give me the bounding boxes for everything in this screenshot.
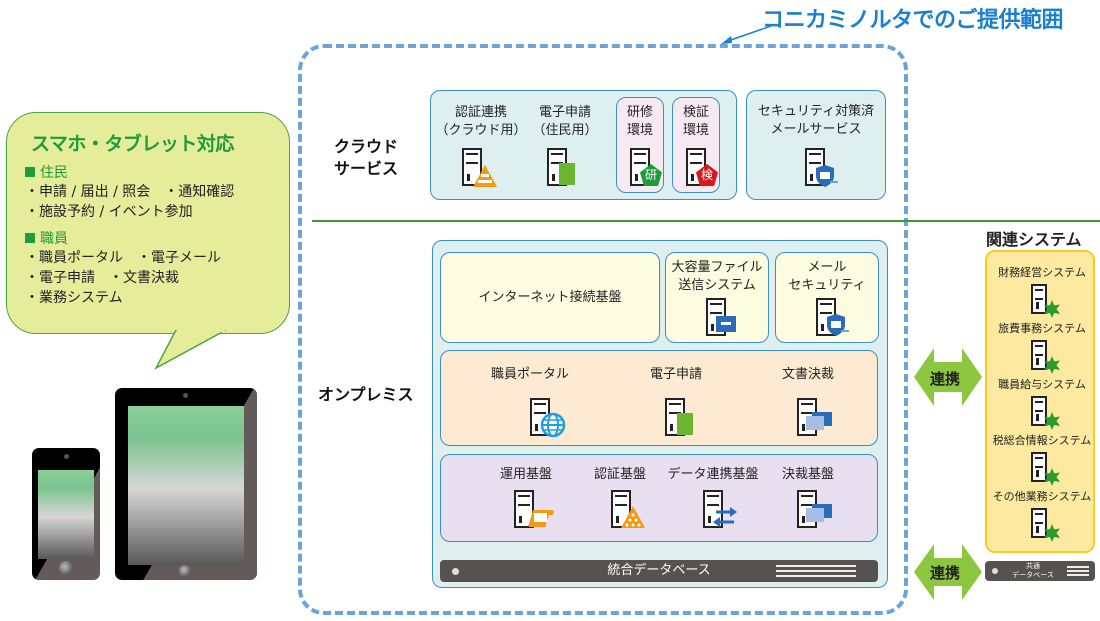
status-dot-icon <box>992 568 998 574</box>
auth-triangle-icon <box>621 506 645 528</box>
scroll-icon <box>528 510 554 527</box>
cloud-auth-link: 認証連携 （クラウド用） <box>435 105 527 138</box>
secure-mail-service: セキュリティ対策済 メールサービス <box>746 90 886 200</box>
operations-platform-label: 運用基盤 <box>499 467 552 482</box>
related-system-item: 職員給与システム <box>987 378 1097 434</box>
shared-database: 共通 データベース <box>985 561 1095 581</box>
mobile-support-title: スマホ・タブレット対応 <box>31 133 234 155</box>
bullet-square-icon <box>25 233 35 243</box>
server-icon <box>611 490 631 528</box>
auth-platform-label: 認証基盤 <box>593 467 646 482</box>
server-icon <box>1031 284 1047 314</box>
verification-badge-icon: 検 <box>696 164 718 186</box>
staff-portal-label: 職員ポータル <box>490 367 569 382</box>
provider-scope-boundary <box>298 44 908 615</box>
related-system-item: 旅費事務システム <box>987 322 1097 378</box>
link-arrow-lower-icon <box>914 544 982 600</box>
server-icon <box>1031 508 1047 538</box>
tablet-illustration <box>115 388 257 580</box>
resident-feature-line: ・施設予約 / イベント参加 <box>25 204 193 220</box>
approval-platform-label: 決裁基盤 <box>781 467 834 482</box>
related-system-item: 税総合情報システム <box>987 434 1097 490</box>
mobile-support-bubble: スマホ・タブレット対応 住民 ・申請 / 届出 / 照会 ・通知確認 ・施設予約… <box>6 112 290 334</box>
staff-feature-line: ・業務システム <box>25 290 123 306</box>
cloud-e-application: 電子申請 （住民用） <box>532 105 598 138</box>
resident-feature-line: ・申請 / 届出 / 照会 ・通知確認 <box>25 184 235 200</box>
pointer-arrow-icon <box>721 25 772 44</box>
staff-feature-line: ・職員ポータル ・電子メール <box>25 250 221 266</box>
secure-mail-icon <box>827 314 849 336</box>
mail-icon <box>716 316 736 332</box>
e-application-label: 電子申請 <box>649 367 702 382</box>
training-badge-icon: 研 <box>640 164 662 186</box>
windows-icon <box>806 412 832 430</box>
globe-icon <box>540 412 566 438</box>
data-integration-platform-label: データ連携基盤 <box>667 467 759 482</box>
staff-heading: 職員 <box>25 228 289 248</box>
auth-link-icon <box>473 165 497 187</box>
link-arrow-upper-icon <box>914 348 982 406</box>
server-icon <box>514 490 534 528</box>
related-system-item: その他業務システム <box>987 490 1097 546</box>
link-label-upper: 連携 <box>930 370 961 388</box>
link-label-lower: 連携 <box>930 564 961 582</box>
bullet-square-icon <box>25 167 35 177</box>
training-environment: 研修 環境 <box>616 97 664 193</box>
document-approval-label: 文書決裁 <box>781 367 834 382</box>
related-system-item: 財務経営システム <box>987 266 1097 322</box>
server-icon <box>1031 452 1047 482</box>
windows-icon <box>806 504 832 522</box>
staff-feature-line: ・電子申請 ・文書決裁 <box>25 270 179 286</box>
status-dot-icon <box>452 568 459 575</box>
onprem-section-label: オンプレミス <box>318 385 414 404</box>
server-icon <box>462 148 482 186</box>
related-systems-title: 関連システム <box>986 230 1082 249</box>
smartphone-illustration <box>32 448 100 580</box>
related-systems-panel: 財務経営システム 旅費事務システム 職員給与システム 税総合情報システム その他… <box>985 250 1095 553</box>
document-icon <box>677 413 693 435</box>
provider-scope-label: コニカミノルタでのご提供範囲 <box>762 8 1064 33</box>
secure-mail-icon <box>816 165 838 187</box>
integrated-database: 統合データベース <box>440 560 878 582</box>
resident-heading: 住民 <box>25 162 289 182</box>
server-icon <box>1031 396 1047 426</box>
bubble-tail <box>154 330 227 370</box>
internet-gateway-platform: インターネット接続基盤 <box>440 252 660 343</box>
cloud-section-label: クラウド サービス <box>334 137 399 178</box>
server-icon <box>1031 340 1047 370</box>
exchange-arrows-icon <box>713 507 737 527</box>
cloud-onprem-divider <box>312 220 1100 222</box>
document-icon <box>559 163 575 185</box>
